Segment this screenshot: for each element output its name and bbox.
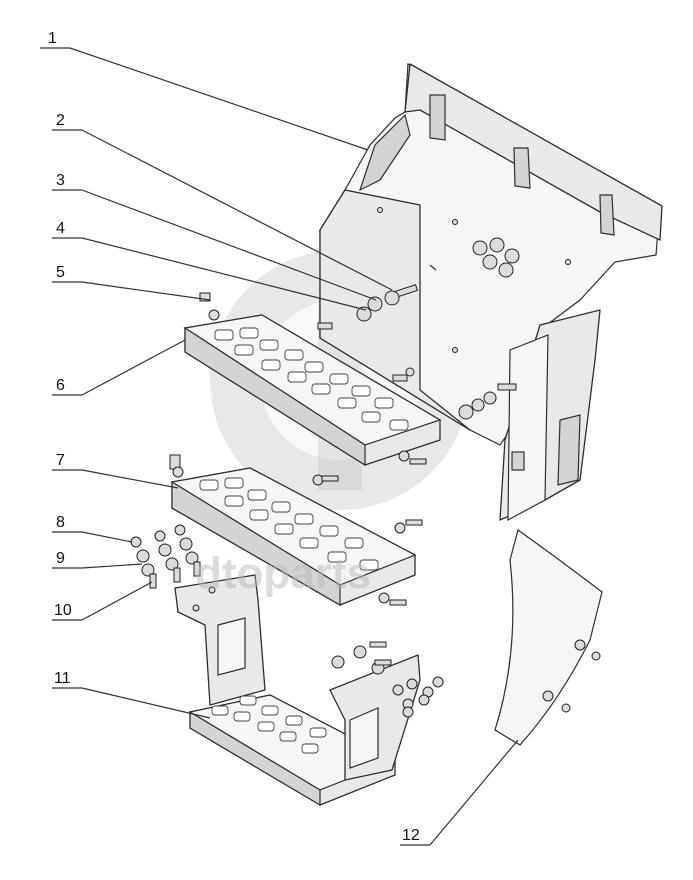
- callout-10: 10: [54, 602, 72, 619]
- watermark-text: dtoparts: [195, 549, 371, 598]
- callout-12: 12: [402, 827, 420, 844]
- side-plate: [499, 309, 601, 522]
- callout-6: 6: [56, 377, 65, 394]
- part-12-flap: [494, 529, 603, 746]
- callout-7: 7: [56, 452, 65, 469]
- callout-2: 2: [56, 112, 65, 129]
- hardware-2-5: [199, 284, 517, 420]
- callout-11: 11: [54, 670, 71, 687]
- part-6-upper-step: [183, 314, 442, 467]
- step-6-cells: [214, 327, 409, 431]
- callout-9: 9: [56, 550, 65, 567]
- callout-leaders: [40, 47, 519, 846]
- callout-labels: 1 2 3 4 5 6 7 8 9 10 11 12: [48, 30, 420, 844]
- callout-8: 8: [56, 514, 65, 531]
- step-7-cells: [199, 477, 379, 571]
- part-11-step-frame: [174, 574, 444, 807]
- frame-11-cells: [211, 695, 327, 754]
- part-7-lower-step: [169, 454, 423, 607]
- callout-3: 3: [56, 172, 65, 189]
- callout-4: 4: [56, 220, 65, 237]
- part-1-upper-bracket: [319, 63, 663, 446]
- callout-5: 5: [56, 264, 65, 281]
- hardware-8-10: [130, 524, 201, 589]
- callout-1: 1: [48, 30, 57, 47]
